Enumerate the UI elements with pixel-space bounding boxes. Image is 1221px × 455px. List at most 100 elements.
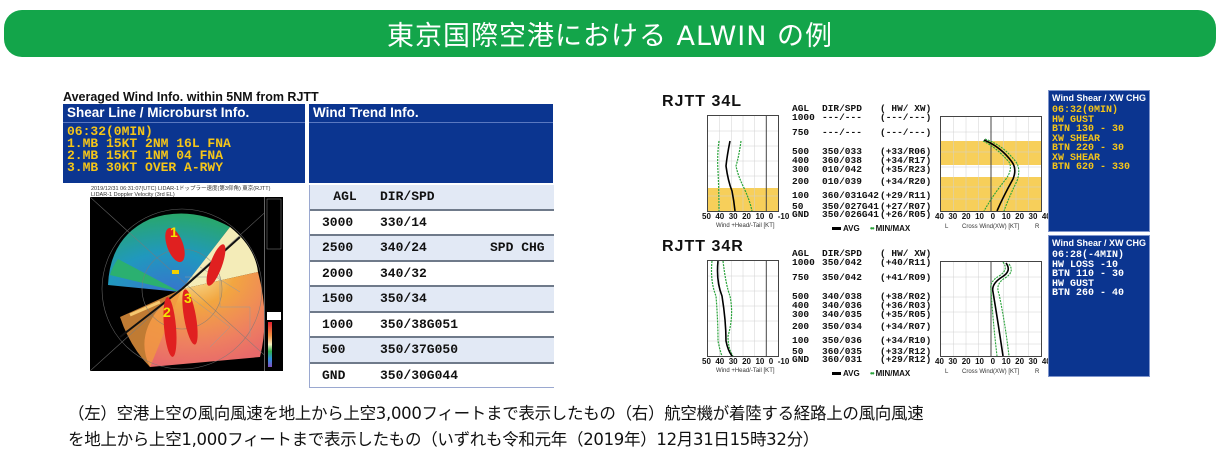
row-agl: 1000 — [792, 257, 815, 268]
row-hw-xw: (+41/R09) — [880, 272, 932, 283]
row-dir-spd: 340/038 — [822, 291, 862, 302]
trend-table-header: AGL DIR/SPD — [310, 185, 554, 211]
row-hw-xw: (+29/R11) — [880, 190, 932, 201]
table-row: 2500 340/24 SPD CHG — [310, 236, 554, 262]
ws-line: HW LOSS -10 — [1052, 259, 1119, 271]
row-agl: 300 — [792, 164, 810, 175]
row-dir-spd: 340/24 — [380, 240, 427, 256]
crosswind-chart-34r — [941, 262, 1041, 356]
wind-shear-box-34l: Wind Shear / XW CHG 06:32(0MIN) HW GUST … — [1048, 90, 1150, 232]
crosswind-chart-34l — [941, 117, 1041, 211]
shear-line-time: 06:32(0MIN) — [67, 124, 153, 139]
row-agl: 100 — [792, 335, 810, 346]
row-hw-xw: (+34/R10) — [880, 335, 932, 346]
crosswind-plot-34r — [940, 261, 1042, 357]
legend-avg: AVG — [843, 224, 860, 233]
headwind-chart-34r — [708, 261, 778, 356]
row-agl: 400 — [792, 299, 810, 311]
row-agl: 1000 — [322, 316, 354, 332]
row-hw-xw: (+27/R07) — [880, 201, 932, 212]
radar-caption-line2: LIDAR-1 Doppler Velocity (3rd EL) — [91, 192, 175, 198]
table-row: 2000 340/32 — [310, 262, 554, 287]
row-agl: 2500 — [322, 240, 354, 256]
headwind-plot-34l — [707, 115, 779, 212]
row-hw-xw: (+40/R11) — [880, 257, 932, 268]
row-agl: 1500 — [322, 291, 354, 307]
caption-line1: （左）空港上空の風向風速を地上から上空3,000フィートまで表示したもの（右）航… — [68, 404, 924, 423]
ws-line: BTN 130 - 30 — [1052, 124, 1125, 135]
shear-line-body: 06:32(0MIN) 1.MB 15KT 2NM 16L FNA 2.MB 1… — [63, 123, 305, 177]
runway-34r-title: RJTT 34R — [662, 238, 744, 255]
row-dir-spd: 350/027G41 — [822, 201, 880, 212]
tick: 40 — [715, 212, 725, 221]
tick: 20 — [961, 357, 971, 366]
xw-caption-34l: Cross Wind(XW) [KT] — [962, 224, 1020, 230]
legend-minmax: MIN/MAX — [875, 369, 911, 378]
ws-line: 06:28(-4MIN) — [1052, 250, 1125, 261]
shear-line-item: 3.MB 30KT OVER A-RWY — [67, 160, 224, 175]
col-agl: AGL — [333, 189, 357, 205]
row-agl: GND — [322, 367, 346, 383]
microburst-label-2: 2 — [163, 304, 171, 320]
radar-color-legend — [264, 197, 283, 371]
ws-line: BTN 220 - 30 — [1052, 143, 1125, 154]
hw-axis-ticks-34l: 50 40 30 20 10 0 -10 — [702, 212, 792, 221]
xw-caption-left-34l: L — [945, 224, 949, 230]
hw-axis-caption-34l: Wind +Head/-Tail [KT] — [716, 223, 775, 229]
row-hw-xw: (+34/R20) — [880, 176, 932, 187]
avg-swatch — [832, 227, 841, 231]
tick: 0 — [990, 212, 996, 221]
radar-plot: 1 2 3 — [90, 197, 282, 371]
row-hw-xw: (+36/R03) — [880, 299, 932, 311]
minmax-swatch: •• — [869, 369, 875, 378]
col-dir-spd: DIR/SPD — [822, 248, 862, 259]
shear-line-item: 2.MB 15KT 1NM 04 FNA — [67, 148, 224, 163]
wind-table-34r: AGL DIR/SPD ( HW/ XW) 1000 350/042 (+40/… — [792, 249, 942, 369]
microburst-label-3: 3 — [184, 290, 192, 306]
row-dir-spd: 350/34 — [380, 291, 427, 307]
figure-caption: （左）空港上空の風向風速を地上から上空3,000フィートまで表示したもの（右）航… — [68, 401, 924, 453]
row-dir-spd: 350/034 — [822, 321, 862, 332]
radar-caption-line1: 2019/12/31 06:31:07(UTC) LIDAR-1ドップラー速度(… — [91, 186, 271, 192]
row-dir-spd: 360/035 — [822, 346, 862, 357]
row-agl: 500 — [322, 342, 346, 358]
tick: 30 — [948, 212, 958, 221]
row-agl: 200 — [792, 321, 810, 332]
shear-line-item: 1.MB 15KT 2NM 16L FNA — [67, 136, 231, 151]
ws-line: HW GUST — [1052, 114, 1095, 126]
wind-trend-header: Wind Trend Info. — [309, 104, 553, 123]
row-dir-spd: 340/32 — [380, 265, 427, 281]
row-note: SPD CHG — [490, 240, 545, 256]
xw-caption-right-34l: R — [1035, 224, 1040, 230]
xw-axis-ticks-34r: 40 30 20 10 0 10 20 30 40 — [935, 357, 1051, 366]
row-agl: GND — [792, 209, 810, 220]
radar-caption: 2019/12/31 06:31:07(UTC) LIDAR-1ドップラー速度(… — [91, 186, 270, 198]
tick: 0 — [990, 357, 996, 366]
caption-line2: を地上から上空1,000フィートまで表示したもの（いずれも令和元年（2019年）… — [68, 430, 819, 449]
tick: 30 — [728, 357, 738, 366]
shear-line-panel: Shear Line / Microburst Info. 06:32(0MIN… — [63, 104, 305, 183]
table-row: 1000 350/38G051 — [310, 313, 554, 338]
xw-caption-left-34r: L — [945, 369, 949, 375]
tick: -10 — [777, 357, 790, 366]
tick: 10 — [1001, 357, 1011, 366]
col-agl: AGL — [792, 103, 810, 114]
row-dir-spd: 360/031 — [822, 354, 862, 365]
row-dir-spd: 340/035 — [822, 309, 862, 320]
headwind-plot-34r — [707, 260, 779, 357]
minmax-swatch: •• — [869, 224, 875, 233]
row-dir-spd: 350/042 — [822, 272, 862, 283]
tick: 40 — [715, 357, 725, 366]
runway-34l-title: RJTT 34L — [662, 93, 743, 110]
tick: 20 — [961, 212, 971, 221]
table-row: 1500 350/34 — [310, 287, 554, 313]
tick: 30 — [728, 212, 738, 221]
tick: 40 — [935, 357, 944, 366]
headwind-chart-34l — [708, 116, 778, 211]
row-hw-xw: (+34/R07) — [880, 321, 932, 332]
legend-34r: AVG ••MIN/MAX — [832, 369, 910, 378]
row-dir-spd: 350/042 — [822, 257, 862, 268]
table-row: 500 350/37G050 — [310, 338, 554, 364]
row-dir-spd: 330/14 — [380, 214, 427, 230]
col-hw-xw: ( HW/ XW) — [880, 248, 932, 259]
